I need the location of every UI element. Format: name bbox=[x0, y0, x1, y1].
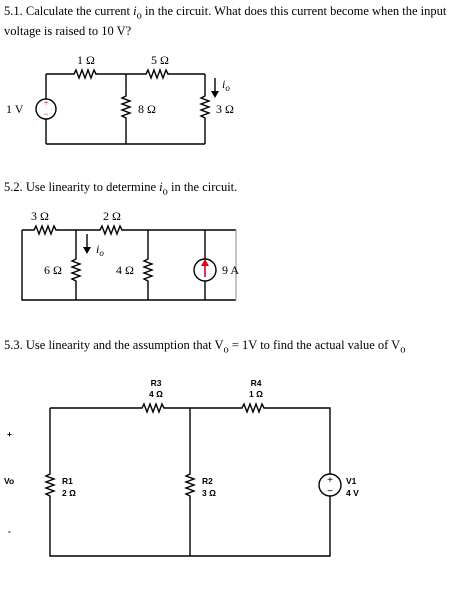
label-r4-name: R4 bbox=[251, 378, 262, 388]
minus-icon: − bbox=[327, 486, 333, 497]
problem-text-part: in the circuit. bbox=[167, 180, 238, 194]
label-r2-value: 3 Ω bbox=[202, 488, 216, 498]
label-6-ohm: 6 Ω bbox=[44, 263, 62, 277]
resistor-1-ohm bbox=[46, 68, 205, 80]
current-subscript: o bbox=[162, 186, 168, 198]
resistor-3-ohm bbox=[199, 74, 211, 144]
label-vo-minus: - bbox=[8, 526, 11, 536]
problem-text-part: = 1V to find the actual value of V bbox=[228, 338, 401, 352]
arrow-up-icon bbox=[201, 259, 209, 266]
voltage-source-icon bbox=[318, 473, 342, 497]
problem-number: 5.1. bbox=[4, 4, 23, 18]
label-8-ohm: 8 Ω bbox=[138, 102, 156, 116]
label-2-ohm: 2 Ω bbox=[103, 209, 121, 223]
current-variable: i bbox=[159, 180, 163, 194]
plus-icon: + bbox=[43, 98, 48, 108]
resistor-8-ohm bbox=[120, 74, 132, 144]
resistor-r1 bbox=[44, 408, 331, 557]
current-variable: i bbox=[133, 4, 137, 18]
label-r3-name: R3 bbox=[151, 378, 162, 388]
minus-icon: − bbox=[43, 109, 48, 119]
resistor-4-ohm bbox=[142, 230, 154, 300]
problem-number: 5.2. bbox=[4, 180, 23, 194]
plus-icon: + bbox=[327, 475, 333, 486]
problem-number: 5.3. bbox=[4, 338, 23, 352]
problem-text-part: in the circuit. What does this current b… bbox=[4, 4, 447, 38]
label-1-ohm: 1 Ω bbox=[77, 53, 95, 67]
arrow-down-icon bbox=[83, 247, 91, 254]
label-4-ohm: 4 Ω bbox=[116, 263, 134, 277]
problem-text-part: Calculate the current bbox=[25, 4, 134, 18]
label-3-ohm: 3 Ω bbox=[31, 209, 49, 223]
label-r2-name: R2 bbox=[202, 476, 213, 486]
problem-5-3-text: 5.3. Use linearity and the assumption th… bbox=[4, 338, 405, 358]
circuit-3 bbox=[44, 402, 331, 557]
label-vo: Vo bbox=[4, 476, 14, 486]
label-v1-value: 4 V bbox=[346, 488, 359, 498]
current-subscript: o bbox=[136, 10, 142, 22]
voltage-source-icon bbox=[35, 98, 57, 120]
label-r4-value: 1 Ω bbox=[249, 389, 263, 399]
resistor-6-ohm bbox=[70, 230, 82, 300]
label-vo-plus: + bbox=[7, 429, 12, 439]
problem-5-1-text: 5.1. Calculate the current io in the cir… bbox=[4, 4, 470, 39]
voltage-subscript: o bbox=[400, 344, 406, 356]
label-source-9a: 9 A bbox=[222, 263, 239, 277]
label-v1-name: V1 bbox=[346, 476, 357, 486]
circuit-1 bbox=[45, 68, 216, 145]
circuit-2 bbox=[21, 224, 237, 301]
problem-text-part: Use linearity to determine bbox=[25, 180, 160, 194]
current-label: io bbox=[96, 242, 104, 258]
label-3-ohm: 3 Ω bbox=[216, 102, 234, 116]
top-wire-with-resistors bbox=[50, 402, 331, 474]
label-5-ohm: 5 Ω bbox=[151, 53, 169, 67]
label-r1-name: R1 bbox=[62, 476, 73, 486]
voltage-subscript: o bbox=[223, 344, 229, 356]
problem-text-part: Use linearity and the assumption that V bbox=[25, 338, 224, 352]
top-wire-with-resistors bbox=[22, 224, 236, 236]
problem-5-2-text: 5.2. Use linearity to determine io in th… bbox=[4, 180, 237, 200]
current-label: io bbox=[222, 77, 230, 93]
arrow-down-icon bbox=[211, 91, 219, 98]
label-r3-value: 4 Ω bbox=[149, 389, 163, 399]
label-r1-value: 2 Ω bbox=[62, 488, 76, 498]
label-source-1v: 1 V bbox=[6, 102, 24, 116]
resistor-r2 bbox=[184, 408, 196, 556]
